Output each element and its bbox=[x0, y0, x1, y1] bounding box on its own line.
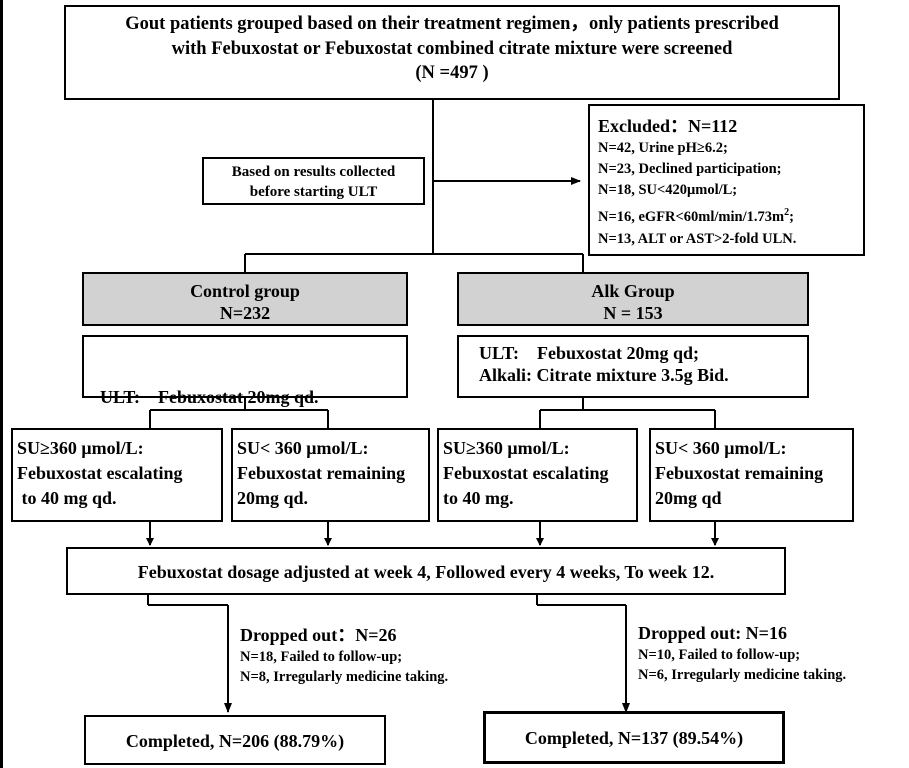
alk-remain-line-1: SU< 360 μmol/L: bbox=[655, 438, 787, 458]
control-escalate-line-2: Febuxostat escalating bbox=[17, 463, 183, 483]
control-dropped-item-2: N=8, Irregularly medicine taking. bbox=[240, 669, 449, 685]
control-regimen: ULT: Febuxostat 20mg qd. bbox=[100, 387, 319, 407]
alk-escalate-line-2: Febuxostat escalating bbox=[443, 463, 609, 483]
alk-regimen-2: Alkali: Citrate mixture 3.5g Bid. bbox=[479, 365, 729, 385]
baseline-note-box: Based on results collected before starti… bbox=[202, 157, 425, 205]
alk-group-n: N = 153 bbox=[603, 303, 663, 323]
alk-completed-box: Completed, N=137 (89.54%) bbox=[483, 711, 785, 764]
excluded-box: Excluded：N=112 N=42, Urine pH≥6.2; N=23,… bbox=[588, 104, 865, 256]
alk-remain-line-2: Febuxostat remaining bbox=[655, 463, 824, 483]
baseline-note-line-1: Based on results collected bbox=[231, 164, 396, 180]
control-dropped-block: Dropped out：N=26 N=18, Failed to follow-… bbox=[240, 623, 448, 687]
dosage-adjustment-box: Febuxostat dosage adjusted at week 4, Fo… bbox=[66, 547, 786, 595]
alk-remain-box: SU< 360 μmol/L: Febuxostat remaining 20m… bbox=[649, 428, 854, 522]
excluded-title: Excluded：N=112 bbox=[598, 116, 738, 136]
screening-line-1: Gout patients grouped based on their tre… bbox=[125, 14, 779, 34]
alk-regimen-1: ULT: Febuxostat 20mg qd; bbox=[479, 343, 700, 363]
screening-line-3: (N =497 ) bbox=[415, 63, 489, 83]
excluded-item-4: N=16, eGFR<60ml/min/1.73m2; bbox=[598, 201, 863, 229]
alk-regimen-box: ULT: Febuxostat 20mg qd; Alkali: Citrate… bbox=[457, 335, 809, 398]
excluded-item-5: N=13, ALT or AST>2-fold ULN. bbox=[598, 230, 797, 247]
alk-escalate-line-3: to 40 mg. bbox=[443, 488, 514, 508]
control-completed-box: Completed, N=206 (88.79%) bbox=[84, 715, 386, 765]
control-escalate-line-1: SU≥360 μmol/L: bbox=[17, 438, 144, 458]
dosage-adjustment-text: Febuxostat dosage adjusted at week 4, Fo… bbox=[137, 562, 715, 582]
excluded-item-4-superscript: 2 bbox=[784, 207, 790, 218]
control-regimen-box: ULT: Febuxostat 20mg qd. bbox=[82, 335, 408, 407]
excluded-item-1: N=42, Urine pH≥6.2; bbox=[598, 140, 728, 156]
screening-box: Gout patients grouped based on their tre… bbox=[64, 5, 840, 100]
control-remain-line-2: Febuxostat remaining bbox=[237, 463, 406, 483]
screening-line-2: with Febuxostat or Febuxostat combined c… bbox=[171, 38, 733, 59]
control-remain-line-3: 20mg qd. bbox=[237, 488, 309, 508]
alk-dropped-item-2: N=6, Irregularly medicine taking. bbox=[638, 667, 847, 683]
alk-dropped-item-1: N=10, Failed to follow-up; bbox=[638, 647, 801, 663]
control-dropped-title: Dropped out：N=26 bbox=[240, 625, 397, 645]
alk-escalate-line-1: SU≥360 μmol/L: bbox=[443, 438, 570, 458]
alk-escalate-box: SU≥360 μmol/L: Febuxostat escalating to … bbox=[437, 428, 638, 522]
alk-remain-line-3: 20mg qd bbox=[655, 488, 722, 508]
alk-dropped-block: Dropped out: N=16 N=10, Failed to follow… bbox=[638, 621, 846, 685]
control-group-n: N=232 bbox=[219, 303, 271, 323]
alk-completed-text: Completed, N=137 (89.54%) bbox=[524, 728, 744, 748]
alk-group-title: Alk Group bbox=[591, 281, 675, 301]
left-border bbox=[0, 0, 3, 768]
control-escalate-line-3: to 40 mg qd. bbox=[17, 488, 117, 508]
control-remain-box: SU< 360 μmol/L: Febuxostat remaining 20m… bbox=[231, 428, 430, 522]
control-group-title: Control group bbox=[190, 281, 300, 301]
excluded-item-4-suffix: ; bbox=[789, 208, 794, 225]
alk-dropped-title: Dropped out: N=16 bbox=[638, 623, 787, 643]
control-escalate-box: SU≥360 μmol/L: Febuxostat escalating to … bbox=[11, 428, 223, 522]
excluded-item-2: N=23, Declined participation; bbox=[598, 161, 782, 177]
control-dropped-item-1: N=18, Failed to follow-up; bbox=[240, 649, 403, 665]
control-group-header: Control group N=232 bbox=[82, 272, 408, 326]
control-completed-text: Completed, N=206 (88.79%) bbox=[125, 731, 345, 751]
baseline-note-line-2: before starting ULT bbox=[249, 183, 378, 200]
excluded-item-4-text: N=16, eGFR<60ml/min/1.73m bbox=[598, 208, 785, 225]
control-remain-line-1: SU< 360 μmol/L: bbox=[237, 438, 369, 458]
alk-group-header: Alk Group N = 153 bbox=[457, 272, 809, 326]
excluded-item-3: N=18, SU<420μmol/L; bbox=[598, 182, 738, 198]
